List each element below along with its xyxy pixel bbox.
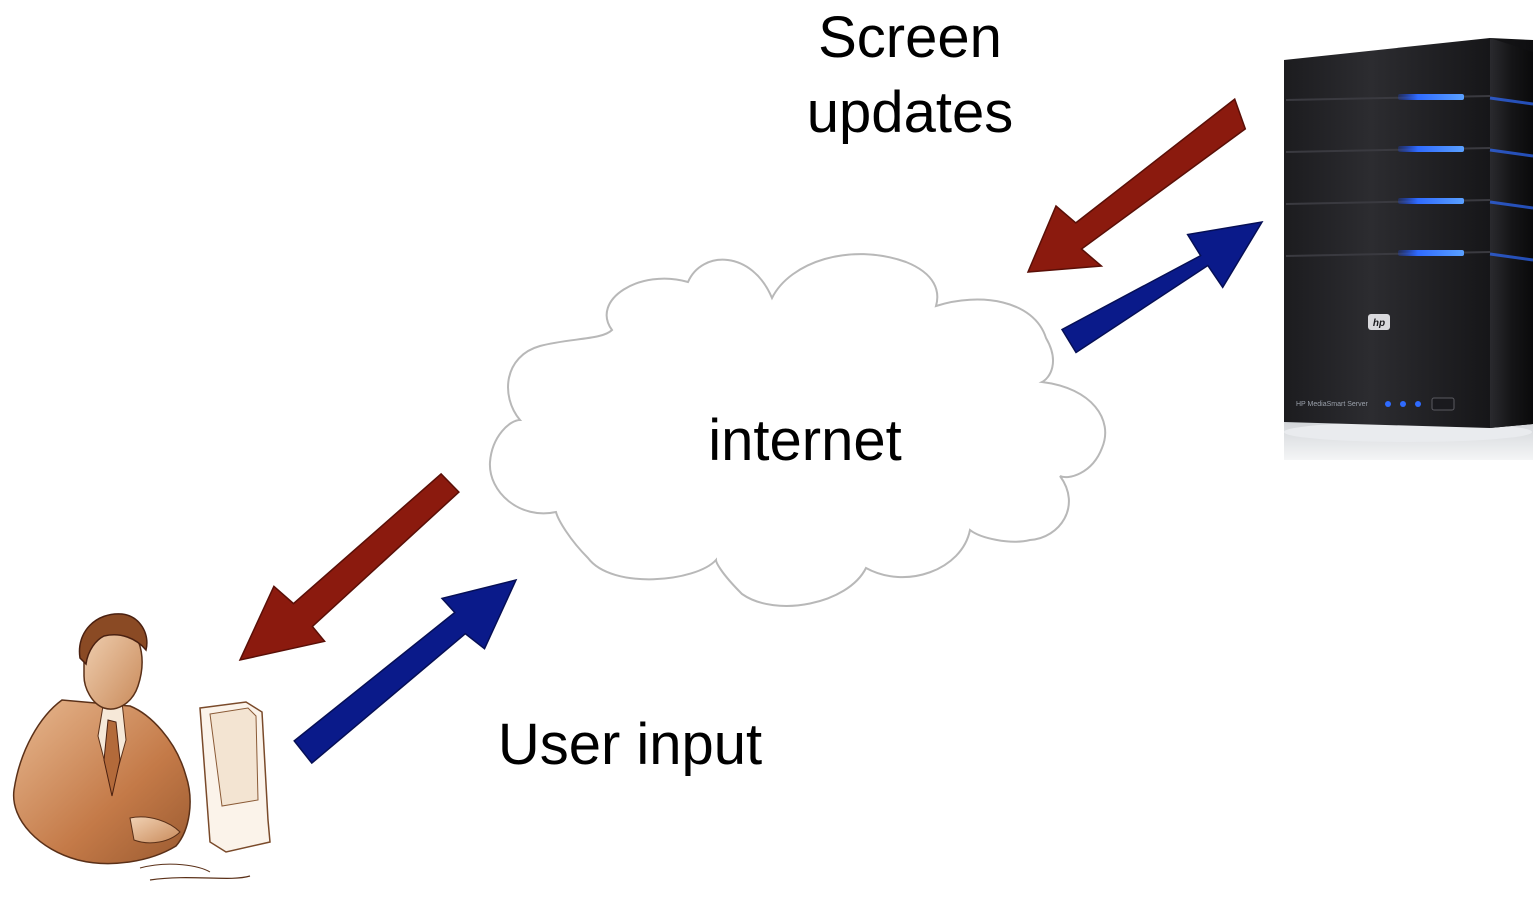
user-input-label: User input <box>497 712 763 777</box>
hp-logo-icon: hp <box>1368 314 1390 330</box>
screen-update-arrow-server-side <box>1026 97 1247 273</box>
screen-updates-label-line2: updates <box>806 79 1014 145</box>
screen-updates-label-line1: Screen <box>818 5 1002 70</box>
screen-update-arrow-user-side <box>238 472 460 662</box>
user-input-arrow-server-side <box>1060 220 1264 354</box>
svg-text:HP MediaSmart Server: HP MediaSmart Server <box>1296 401 1369 408</box>
internet-label: internet <box>708 408 902 473</box>
user-input-arrow-user-side <box>293 578 518 765</box>
screen-updates-label: Screen updates <box>770 1 1050 151</box>
user-at-computer-icon <box>12 613 271 881</box>
svg-text:hp: hp <box>1373 318 1385 329</box>
internet-cloud-outline <box>488 253 1107 607</box>
server-tower-icon: hp HP MediaSmart Server <box>1284 38 1533 460</box>
